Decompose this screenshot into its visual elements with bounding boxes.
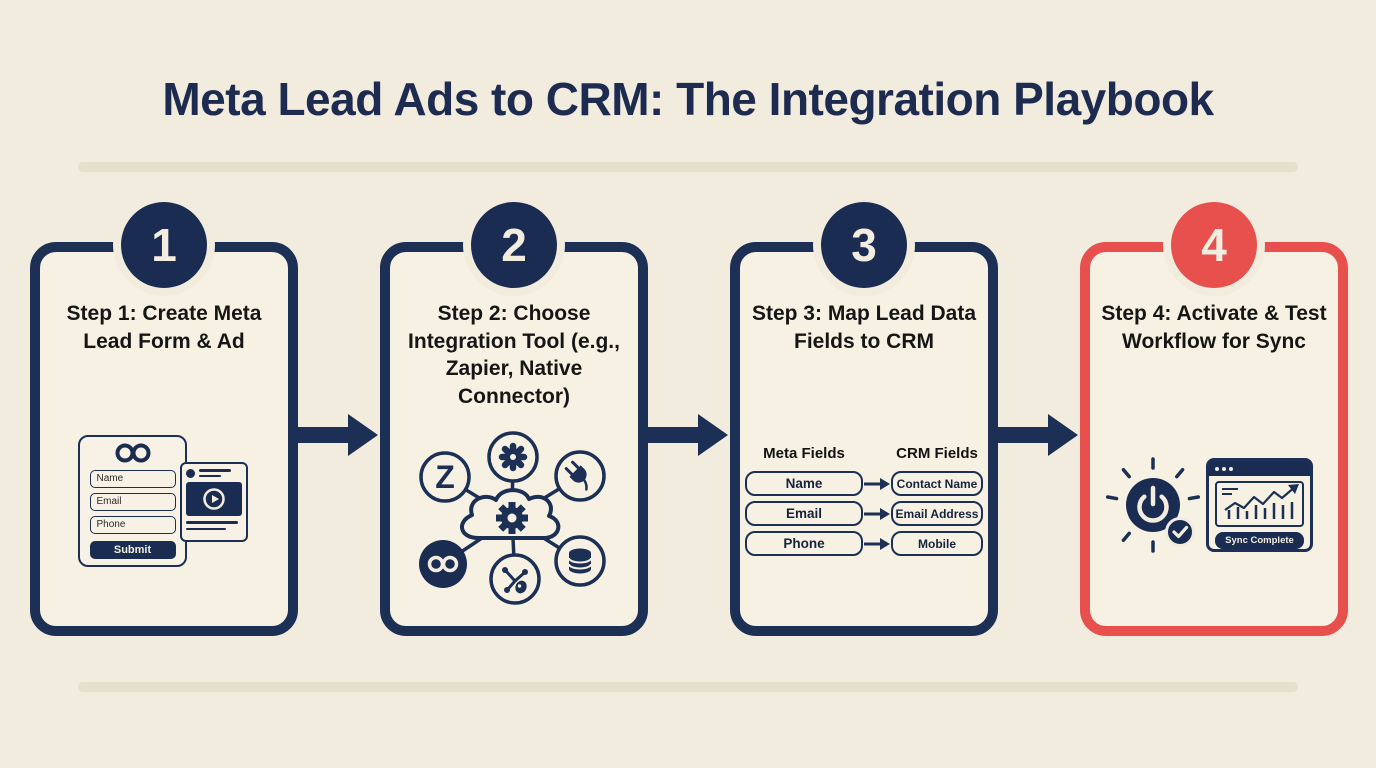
- step-number-badge: 1: [121, 202, 207, 288]
- play-icon: [203, 488, 225, 510]
- video-thumbnail: [186, 482, 242, 516]
- mapping-row: Phone Mobile: [745, 531, 983, 556]
- plug-icon: [554, 450, 606, 502]
- meta-infinity-icon: [115, 443, 150, 463]
- flow-arrow-3: [992, 414, 1078, 456]
- cloud-gear-icon: [460, 488, 561, 540]
- crm-fields-header: CRM Fields: [896, 445, 978, 462]
- meta-field-pill: Email: [745, 501, 863, 526]
- step-title: Step 4: Activate & Test Workflow for Syn…: [1101, 302, 1327, 353]
- step-title: Step 1: Create Meta Lead Form & Ad: [66, 302, 262, 353]
- window-dot: [1229, 466, 1233, 471]
- zapier-asterisk-icon: [487, 431, 539, 483]
- sync-status-button: Sync Complete: [1215, 532, 1304, 549]
- analytics-window: Sync Complete: [1206, 458, 1313, 552]
- form-field-name: Name: [89, 470, 176, 488]
- hubspot-sprocket-icon: [489, 553, 541, 605]
- step-number-badge: 4: [1171, 202, 1257, 288]
- text-line: [186, 521, 238, 524]
- check-badge-icon: [1165, 517, 1195, 547]
- window-dot: [1215, 466, 1219, 471]
- map-arrow-icon: [864, 477, 890, 490]
- mapping-row: Email Email Address: [745, 501, 983, 526]
- step-title: Step 3: Map Lead Data Fields to CRM: [751, 302, 977, 353]
- meta-field-pill: Name: [745, 471, 863, 496]
- browser-titlebar: [1209, 461, 1310, 476]
- svg-text:Z: Z: [435, 459, 455, 495]
- crm-field-pill: Contact Name: [891, 471, 983, 496]
- form-field-email: Email: [89, 493, 176, 511]
- form-field-phone: Phone: [89, 516, 176, 534]
- mapping-row: Name Contact Name: [745, 471, 983, 496]
- divider-top: [78, 162, 1298, 172]
- step-card-4: 4 Step 4: Activate & Test Workflow for S…: [1080, 202, 1348, 636]
- avatar-dot: [186, 469, 195, 478]
- text-line: [199, 469, 231, 472]
- submit-button-mockup: Submit: [89, 541, 176, 559]
- lead-form-mockup: Name Email Phone Submit: [78, 435, 187, 567]
- flow-arrow-2: [642, 414, 728, 456]
- step-card-1: 1 Step 1: Create Meta Lead Form & Ad Nam…: [30, 202, 298, 636]
- step-number-badge: 2: [471, 202, 557, 288]
- divider-bottom: [78, 682, 1298, 692]
- crm-field-pill: Email Address: [891, 501, 983, 526]
- meta-infinity-icon: [419, 540, 467, 588]
- power-button-icon: [1105, 457, 1201, 553]
- step-card-2: 2 Step 2: Choose Integration Tool (e.g.,…: [380, 202, 648, 636]
- field-mapping-table: Meta Fields CRM Fields Name Contact Name…: [745, 445, 983, 561]
- infographic-title: Meta Lead Ads to CRM: The Integration Pl…: [162, 73, 1214, 125]
- database-icon: [554, 535, 606, 587]
- growth-chart: [1215, 481, 1304, 527]
- step-card-3: 3 Step 3: Map Lead Data Fields to CRM Me…: [730, 202, 998, 636]
- step-number-badge: 3: [821, 202, 907, 288]
- meta-field-pill: Phone: [745, 531, 863, 556]
- map-arrow-icon: [864, 507, 890, 520]
- map-arrow-icon: [864, 537, 890, 550]
- window-dot: [1222, 466, 1226, 471]
- text-line: [199, 474, 221, 477]
- ad-card-mockup: [180, 462, 248, 542]
- integration-hub-diagram: Z: [419, 431, 606, 605]
- step-title: Step 2: Choose Integration Tool (e.g., Z…: [408, 302, 620, 409]
- meta-fields-header: Meta Fields: [763, 445, 845, 462]
- zapier-z-icon: Z: [419, 451, 471, 503]
- text-line: [186, 527, 226, 530]
- crm-field-pill: Mobile: [891, 531, 983, 556]
- flow-arrow-1: [292, 414, 378, 456]
